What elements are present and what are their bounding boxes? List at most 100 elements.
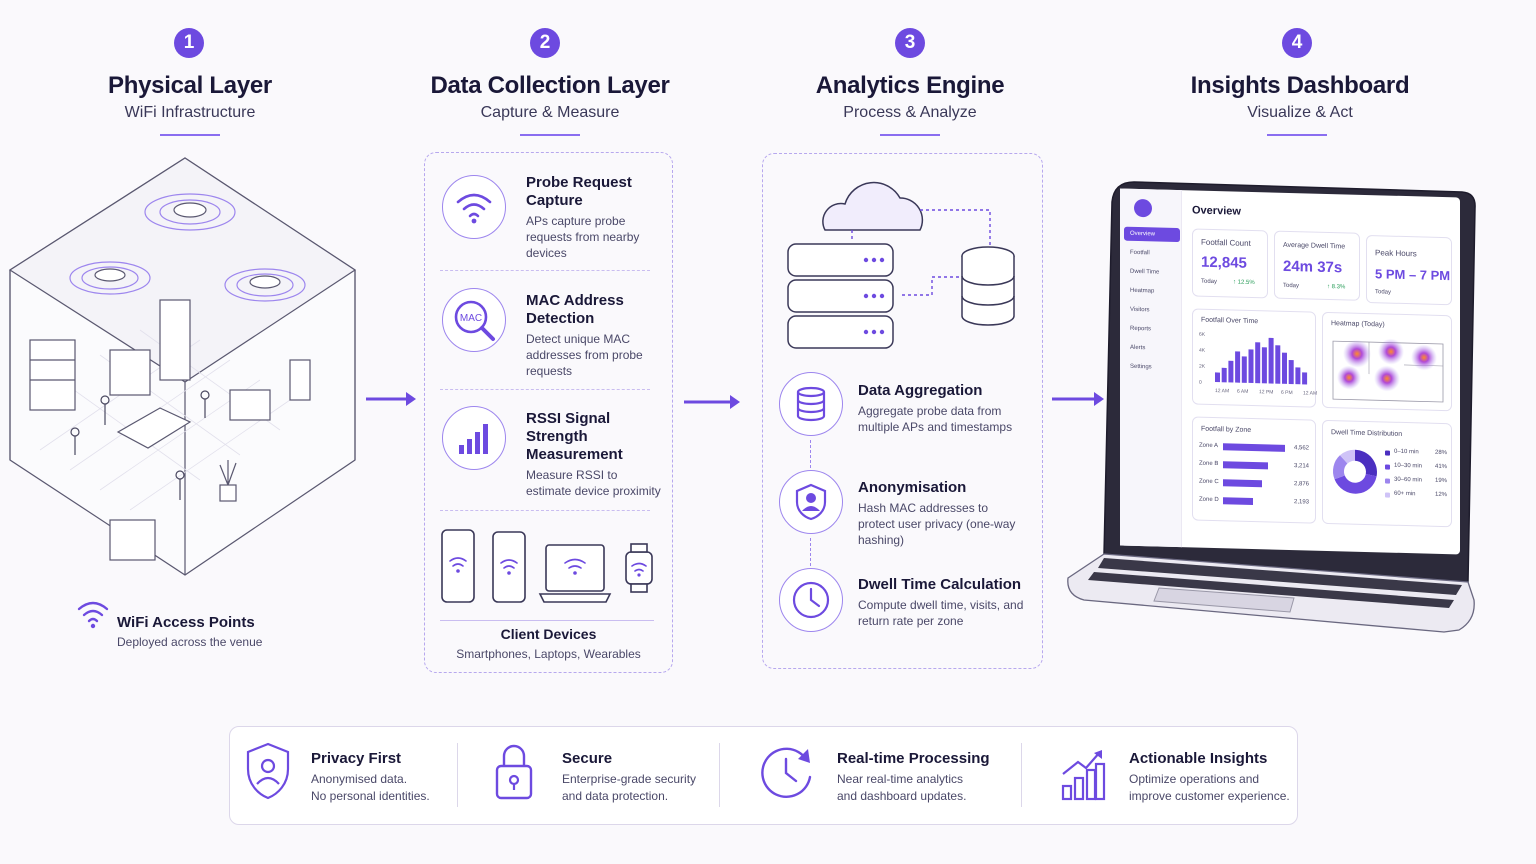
item-title: Anonymisation bbox=[858, 479, 967, 496]
footfall-bar bbox=[1282, 352, 1287, 384]
shield-user-icon bbox=[246, 742, 290, 800]
mac-search-icon: MAC bbox=[442, 288, 506, 352]
sidebar-nav-item-alerts[interactable]: Alerts bbox=[1130, 344, 1146, 352]
benefit-privacy: Privacy First Anonymised data.No persona… bbox=[311, 750, 430, 805]
footfall-bar bbox=[1215, 372, 1220, 383]
item-description: Measure RSSI to estimate device proximit… bbox=[526, 468, 661, 498]
stage-subtitle-insights: Visualize & Act bbox=[1247, 104, 1353, 121]
client-devices-illustration bbox=[441, 529, 653, 603]
benefit-insights: Actionable Insights Optimize operations … bbox=[1129, 750, 1290, 805]
donut-slice bbox=[1334, 474, 1377, 494]
item-description: Hash MAC addresses to protect user priva… bbox=[858, 501, 1016, 547]
app-logo-icon bbox=[1134, 198, 1152, 218]
divider bbox=[440, 510, 650, 511]
sidebar-nav-item-reports[interactable]: Reports bbox=[1130, 325, 1152, 333]
connector bbox=[810, 538, 811, 566]
kpi-label: Average Dwell Time bbox=[1283, 241, 1346, 251]
stage-title-analytics: Analytics Engine bbox=[815, 72, 1005, 99]
kpi-card-peak[interactable]: Peak Hours 5 PM – 7 PM Today bbox=[1366, 234, 1452, 306]
heatmap-title: Heatmap (Today) bbox=[1331, 320, 1385, 329]
legend-label: 30–60 min bbox=[1394, 476, 1423, 484]
stage-title-insights: Insights Dashboard bbox=[1190, 72, 1410, 99]
stage-title-collection: Data Collection Layer bbox=[430, 72, 670, 99]
zone-bar bbox=[1223, 461, 1268, 470]
zone-bar bbox=[1223, 497, 1253, 506]
wifi-icon bbox=[442, 175, 506, 239]
footfall-bar bbox=[1295, 367, 1301, 385]
step-number-1: 1 bbox=[174, 28, 204, 58]
stage-underline bbox=[160, 134, 220, 136]
kpi-delta: ↑ 8.3% bbox=[1327, 283, 1346, 291]
chart-title: Footfall Over Time bbox=[1201, 316, 1259, 326]
zone-bar bbox=[1223, 443, 1285, 452]
flow-arrow-icon bbox=[684, 395, 740, 409]
ap-title: WiFi Access Points bbox=[117, 614, 255, 631]
dwell-title: Dwell Time Distribution bbox=[1331, 429, 1403, 438]
legend-label: 10–30 min bbox=[1394, 462, 1423, 470]
cloud-server-illustration bbox=[787, 181, 1015, 349]
footfall-bar bbox=[1302, 372, 1308, 385]
sidebar-nav-item-overview[interactable]: Overview bbox=[1124, 226, 1180, 243]
analytics-panel bbox=[762, 153, 1043, 669]
zone-bar bbox=[1223, 479, 1263, 488]
x-tick-label: 12 PM bbox=[1259, 389, 1273, 395]
item-title: MAC Address Detection bbox=[526, 292, 624, 327]
stage-subtitle-analytics: Process & Analyze bbox=[843, 104, 977, 121]
sidebar-nav-item-settings[interactable]: Settings bbox=[1130, 363, 1152, 371]
database-icon bbox=[779, 372, 843, 436]
dashboard-title: Overview bbox=[1192, 204, 1241, 218]
clock-refresh-icon bbox=[761, 747, 812, 798]
kpi-label: Footfall Count bbox=[1201, 237, 1251, 248]
footfall-bar bbox=[1241, 356, 1247, 383]
item-description: Aggregate probe data from multiple APs a… bbox=[858, 404, 1013, 434]
divider bbox=[719, 743, 720, 807]
footfall-bar bbox=[1255, 342, 1261, 384]
divider bbox=[440, 389, 650, 390]
sidebar-nav-item-dwell-time[interactable]: Dwell Time bbox=[1130, 268, 1160, 276]
benefit-title: Secure bbox=[562, 750, 613, 767]
analytics-item-anonymisation: Anonymisation Hash MAC addresses to prot… bbox=[858, 479, 1028, 548]
legend-label: 60+ min bbox=[1394, 490, 1416, 498]
footfall-bar bbox=[1288, 359, 1294, 385]
clock-icon bbox=[779, 568, 843, 632]
connector bbox=[810, 440, 811, 468]
sidebar-nav-item-footfall[interactable]: Footfall bbox=[1130, 249, 1150, 257]
item-description: Compute dwell time, visits, and return r… bbox=[858, 598, 1024, 628]
heatmap-card: Heatmap (Today) bbox=[1322, 311, 1452, 412]
analytics-item-aggregation: Data Aggregation Aggregate probe data fr… bbox=[858, 382, 1028, 435]
ap-description: Deployed across the venue bbox=[117, 635, 263, 649]
stage-title-physical: Physical Layer bbox=[108, 72, 272, 99]
store-floorplan-illustration bbox=[8, 157, 357, 576]
benefit-title: Privacy First bbox=[311, 750, 402, 767]
sidebar-nav-item-heatmap[interactable]: Heatmap bbox=[1130, 287, 1155, 295]
divider bbox=[1021, 743, 1022, 807]
y-tick-label: 0 bbox=[1199, 380, 1202, 386]
x-tick-label: 12 AM bbox=[1215, 388, 1229, 394]
footfall-bar bbox=[1275, 345, 1281, 384]
sidebar-nav-item-visitors[interactable]: Visitors bbox=[1130, 306, 1150, 314]
stage-underline bbox=[880, 134, 940, 136]
x-tick-label: 6 PM bbox=[1281, 390, 1293, 396]
footfall-bar bbox=[1248, 349, 1254, 384]
stage-subtitle-collection: Capture & Measure bbox=[480, 104, 620, 121]
donut-slice bbox=[1333, 455, 1348, 480]
kpi-card-dwell[interactable]: Average Dwell Time 24m 37s Today ↑ 8.3% bbox=[1274, 230, 1360, 301]
kpi-delta: ↑ 12.5% bbox=[1233, 279, 1255, 287]
collection-panel bbox=[424, 152, 673, 673]
donut-slice bbox=[1339, 449, 1355, 464]
item-description: APs capture probe requests from nearby d… bbox=[526, 214, 640, 260]
zone-value: 4,562 bbox=[1293, 445, 1309, 452]
step-number-2: 2 bbox=[530, 28, 560, 58]
collection-item-mac: MAC Address Detection Detect unique MAC … bbox=[526, 292, 661, 379]
kpi-card-footfall[interactable]: Footfall Count 12,845 Today ↑ 12.5% bbox=[1192, 228, 1268, 299]
item-title: Probe Request Capture bbox=[526, 174, 632, 209]
legend-swatch bbox=[1385, 464, 1390, 470]
client-devices-description: Smartphones, Laptops, Wearables bbox=[456, 647, 641, 661]
item-title: Data Aggregation bbox=[858, 382, 983, 399]
